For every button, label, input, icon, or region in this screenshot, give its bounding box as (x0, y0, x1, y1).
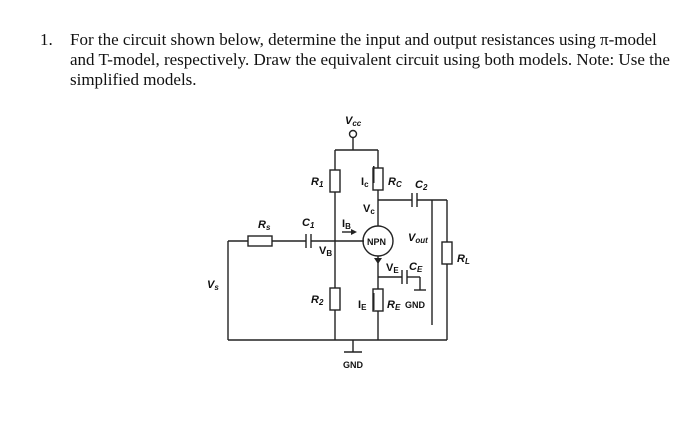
r2-label: R2 (311, 294, 324, 307)
ib-label: IB (342, 218, 351, 231)
ve-label: VE (386, 262, 399, 275)
vcc-terminal (348, 129, 358, 139)
vc-label: Vc (363, 203, 375, 216)
gnd-emitter-label: GND (405, 300, 426, 310)
ic-arrow (373, 166, 375, 183)
ce-label: CE (409, 261, 423, 274)
npn-label: NPN (367, 237, 386, 247)
rs-label: Rs (258, 219, 271, 232)
r1-label: R1 (311, 176, 324, 189)
question-text: For the circuit shown below, determine t… (70, 30, 670, 89)
question-block: 1. For the circuit shown below, determin… (40, 30, 680, 90)
vb-label: VB (319, 245, 332, 258)
rc-label: RC (388, 176, 402, 189)
ie-label: IE (358, 299, 367, 312)
emitter-arrow (374, 258, 382, 264)
question-number: 1. (40, 30, 53, 49)
rl-label: RL (457, 253, 470, 266)
ib-arrow-head (351, 229, 357, 235)
re-label: RE (387, 299, 401, 312)
vs-label: Vs (207, 279, 219, 292)
resistor-r2 (329, 287, 341, 311)
vcc-label: Vcc (345, 115, 362, 128)
resistor-rs (247, 235, 273, 247)
gnd-main-label: GND (343, 360, 364, 370)
vout-label: Vout (408, 232, 428, 245)
resistor-rl (441, 241, 453, 265)
c1-label: C1 (302, 217, 315, 230)
ie-arrow (373, 293, 375, 310)
resistor-r1 (329, 169, 341, 193)
c2-label: C2 (415, 179, 428, 192)
ic-label: Ic (361, 176, 369, 189)
